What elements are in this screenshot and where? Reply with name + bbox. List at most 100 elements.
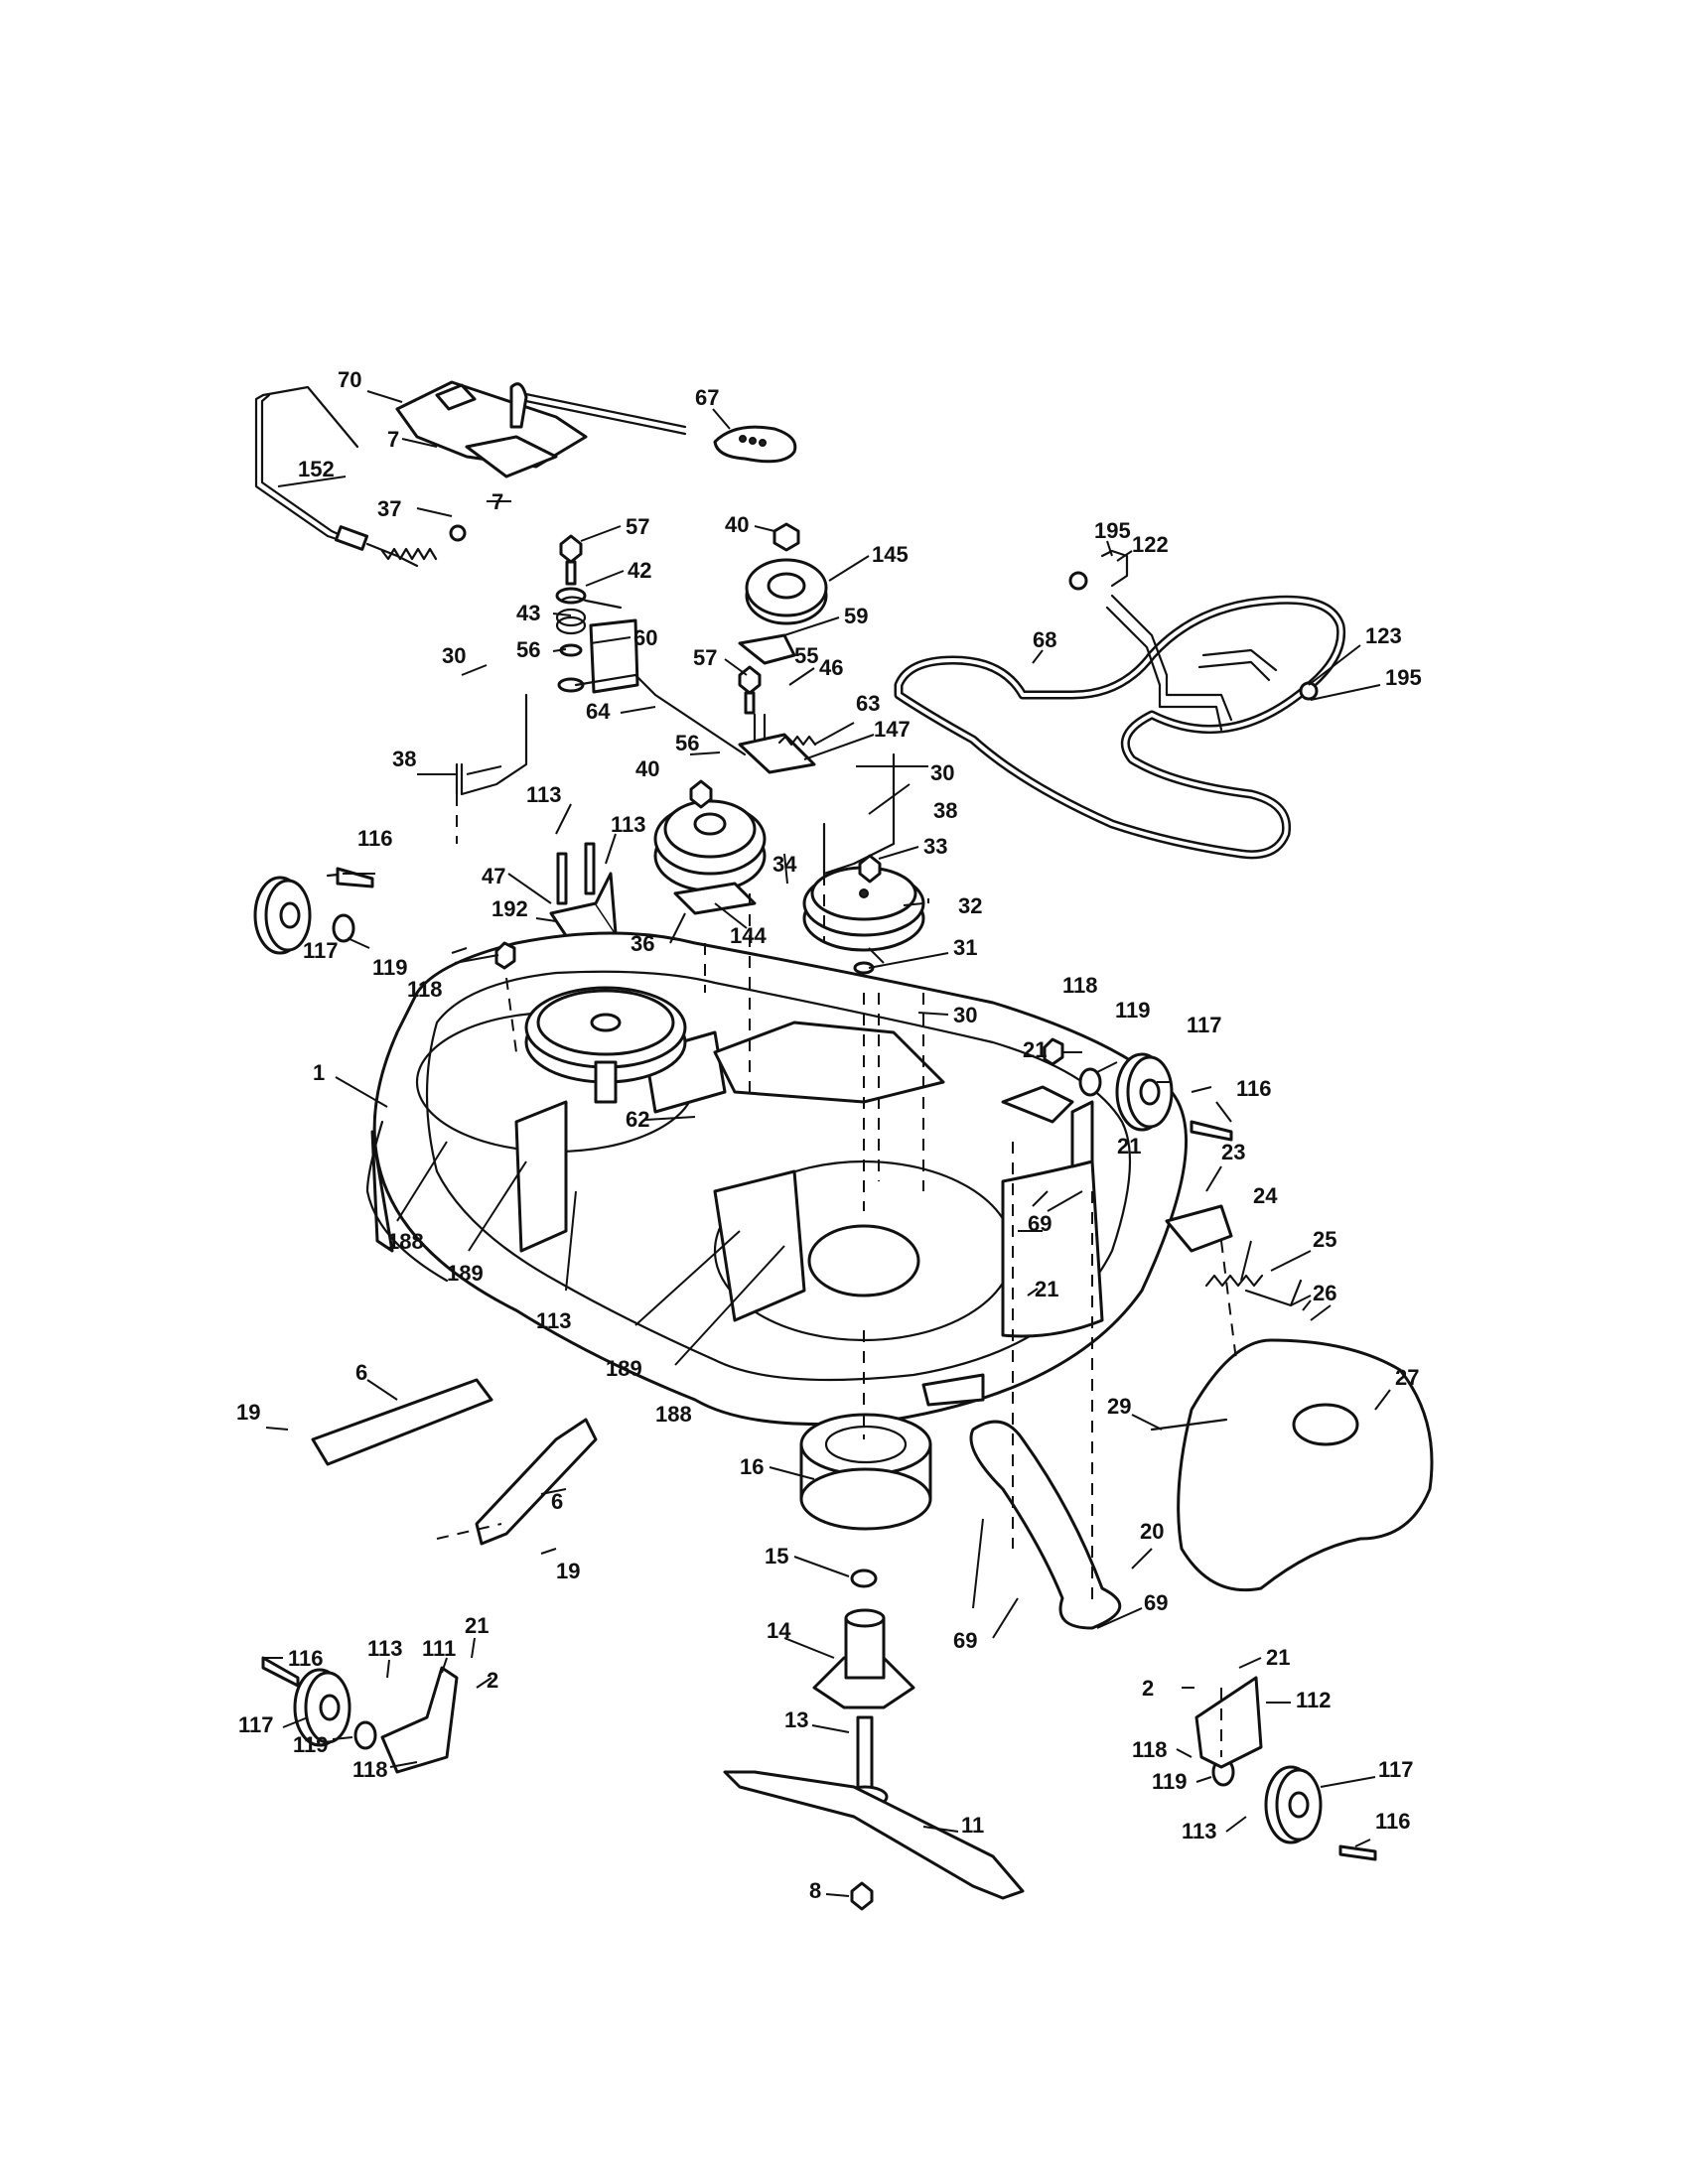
idler-bracket — [738, 665, 817, 774]
idler-arm-group — [555, 534, 747, 756]
callout-14: 14 — [767, 1618, 791, 1643]
wheel-bracket-112 — [1194, 1676, 1263, 1769]
callout-123: 123 — [1365, 623, 1402, 648]
callout-118: 118 — [407, 977, 443, 1002]
callout-36: 36 — [631, 931, 654, 956]
callout-118: 118 — [1062, 973, 1098, 998]
callout-21: 21 — [1023, 1037, 1047, 1062]
spring-152 — [380, 547, 438, 561]
callout-118: 118 — [352, 1757, 388, 1782]
spindle-14 — [812, 1608, 915, 1709]
callout-195: 195 — [1385, 665, 1422, 690]
callout-numbers: 70 67 7 7 152 37 57 42 40 145 43 60 56 5… — [236, 367, 1422, 1903]
callout-21: 21 — [465, 1613, 489, 1638]
callout-7: 7 — [491, 489, 503, 514]
blade-11 — [723, 1770, 1025, 1900]
callout-117: 117 — [238, 1712, 274, 1737]
baffle-16 — [799, 1413, 932, 1531]
pulley-32 — [802, 854, 925, 975]
callout-24: 24 — [1253, 1183, 1278, 1208]
callout-189: 189 — [606, 1356, 642, 1381]
callout-69: 69 — [1144, 1590, 1168, 1615]
callout-40: 40 — [635, 756, 659, 781]
callout-27: 27 — [1395, 1365, 1419, 1390]
callout-59: 59 — [844, 604, 868, 628]
bracket-38-left — [455, 693, 528, 796]
callout-19: 19 — [236, 1400, 260, 1425]
callout-11: 11 — [961, 1813, 984, 1838]
arm-20 — [969, 1420, 1122, 1630]
bearing-15 — [850, 1569, 878, 1588]
callout-189: 189 — [447, 1261, 484, 1286]
callout-32: 32 — [958, 893, 982, 918]
callout-31: 31 — [953, 935, 977, 960]
bracket-23 — [1165, 1204, 1233, 1253]
callout-116: 116 — [1375, 1809, 1411, 1834]
callout-119: 119 — [372, 955, 408, 980]
callout-119: 119 — [1152, 1769, 1188, 1794]
deck-pulley — [524, 986, 687, 1104]
pulley-36 — [653, 779, 767, 915]
blade-bolt-8 — [850, 1881, 874, 1911]
alignment-lines — [436, 794, 1237, 1757]
callout-118: 118 — [1132, 1737, 1168, 1762]
callout-116: 116 — [357, 826, 393, 851]
callout-117: 117 — [303, 938, 339, 963]
callout-21: 21 — [1266, 1645, 1290, 1670]
callout-15: 15 — [765, 1544, 788, 1569]
callout-19: 19 — [556, 1559, 580, 1583]
callout-63: 63 — [856, 691, 880, 716]
chute-logo — [1292, 1403, 1359, 1446]
washer-37 — [449, 524, 467, 542]
knob-67 — [713, 425, 797, 464]
callout-60: 60 — [633, 625, 657, 650]
callout-25: 25 — [1313, 1227, 1336, 1252]
callout-16: 16 — [740, 1454, 764, 1479]
callout-62: 62 — [626, 1107, 649, 1132]
callout-113: 113 — [611, 812, 646, 837]
callout-47: 47 — [482, 864, 505, 888]
callout-68: 68 — [1033, 627, 1056, 652]
callout-43: 43 — [516, 601, 540, 625]
chute-27 — [1177, 1338, 1434, 1592]
callout-117: 117 — [1187, 1013, 1222, 1037]
callout-111: 111 — [422, 1636, 456, 1661]
deck-housing-1 — [365, 931, 1188, 1426]
callout-192: 192 — [491, 896, 528, 921]
wheel-117-upper-right — [1043, 1037, 1233, 1142]
belt-guides — [1068, 549, 1319, 732]
callout-38: 38 — [392, 747, 416, 771]
callout-29: 29 — [1107, 1394, 1131, 1419]
callout-7: 7 — [387, 427, 399, 452]
callout-113: 113 — [526, 782, 562, 807]
bracket-arm-6-lower — [475, 1418, 598, 1546]
callout-42: 42 — [628, 558, 651, 583]
callout-33: 33 — [923, 834, 947, 859]
callout-40: 40 — [725, 512, 749, 537]
callout-69: 69 — [1028, 1211, 1052, 1236]
wheel-117-upper-left — [253, 867, 516, 970]
idler-pulley-145 — [738, 522, 828, 665]
callout-188: 188 — [655, 1402, 692, 1427]
callout-116: 116 — [1236, 1076, 1272, 1101]
bracket-38-right — [822, 752, 896, 876]
callout-56: 56 — [675, 731, 699, 755]
callout-46: 46 — [819, 655, 843, 680]
callout-70: 70 — [338, 367, 361, 392]
callout-38: 38 — [933, 798, 957, 823]
callout-57: 57 — [693, 645, 717, 670]
callout-113: 113 — [367, 1636, 403, 1661]
callout-57: 57 — [626, 514, 649, 539]
bracket-arm-6-upper — [311, 1378, 493, 1466]
drive-belt-68 — [894, 595, 1346, 860]
callout-195: 195 — [1094, 518, 1131, 543]
callout-145: 145 — [872, 542, 909, 567]
callout-113: 113 — [536, 1308, 572, 1333]
callout-64: 64 — [586, 699, 611, 724]
callout-20: 20 — [1140, 1519, 1164, 1544]
callout-21: 21 — [1117, 1134, 1141, 1159]
callout-6: 6 — [355, 1360, 367, 1385]
callout-34: 34 — [772, 852, 797, 877]
callout-67: 67 — [695, 385, 719, 410]
